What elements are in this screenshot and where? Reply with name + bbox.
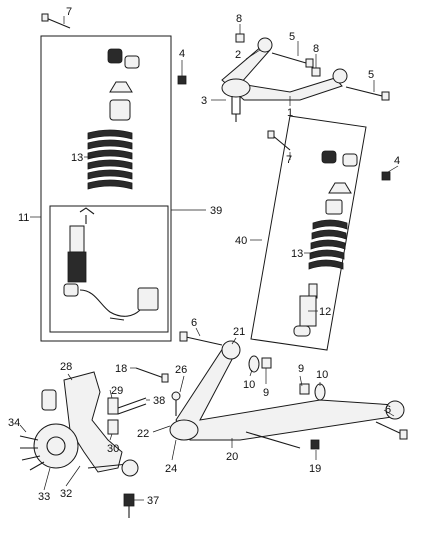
- callout-33: 33: [38, 491, 50, 503]
- nut-37: [123, 493, 135, 518]
- callout-2: 2: [235, 49, 241, 61]
- callout-6-right: 6: [385, 404, 391, 416]
- callout-32: 32: [60, 488, 72, 500]
- nut-4b: [381, 171, 391, 181]
- nut-9a: [261, 357, 272, 369]
- bolt-7b: [267, 130, 291, 151]
- hub-bearing: [19, 423, 79, 471]
- callout-1: 1: [287, 107, 293, 119]
- electronic-shock-inset-frame: [49, 205, 169, 333]
- callout-10-right: 10: [316, 369, 328, 381]
- callout-3: 3: [201, 95, 207, 107]
- upper-arm-bolt-5a: [271, 52, 314, 68]
- callout-5-upper-left: 5: [289, 31, 295, 43]
- lower-control-arm: [169, 340, 405, 449]
- upper-control-arm: [221, 37, 348, 122]
- nut-4a: [177, 75, 187, 85]
- lower-arm-bolt-6b: [375, 421, 408, 440]
- callout-19: 19: [309, 463, 321, 475]
- lower-arm-bolt-6a: [179, 331, 223, 346]
- ball-joint-22: [171, 391, 181, 416]
- coil-spring-right: [308, 219, 348, 270]
- callout-9-left: 9: [263, 387, 269, 399]
- spring-isolator-top-right: [321, 150, 358, 167]
- callout-40: 40: [235, 235, 247, 247]
- bolt-38: [117, 397, 147, 415]
- coil-spring-left: [87, 129, 133, 190]
- callout-22: 22: [137, 428, 149, 440]
- sensor-29: [107, 397, 119, 415]
- callout-12: 12: [319, 306, 331, 318]
- callout-5-upper-right: 5: [368, 69, 374, 81]
- jounce-bumper-right: [325, 182, 352, 215]
- callout-30: 30: [107, 443, 119, 455]
- washer-10b: [314, 383, 326, 401]
- leader-lines: [19, 16, 399, 501]
- callout-26: 26: [175, 364, 187, 376]
- callout-6-left: 6: [191, 317, 197, 329]
- callout-34: 34: [8, 417, 20, 429]
- callout-39: 39: [210, 205, 222, 217]
- nut-8a: [235, 33, 245, 43]
- washer-10a: [248, 355, 260, 373]
- callout-21: 21: [233, 326, 245, 338]
- callout-4-left: 4: [179, 48, 185, 60]
- shock-absorber-right: [293, 283, 318, 337]
- jounce-bumper-left: [109, 81, 133, 121]
- steering-knuckle: [41, 371, 123, 473]
- callout-29: 29: [111, 385, 123, 397]
- callout-38: 38: [153, 395, 165, 407]
- nut-9b: [299, 383, 310, 395]
- callout-28: 28: [60, 361, 72, 373]
- callout-10-left: 10: [243, 379, 255, 391]
- upper-arm-bolt-5b: [345, 86, 390, 101]
- callout-13-left: 13: [71, 152, 83, 164]
- callout-labels: 7 8 2 5 8 5 4 3 1 4 7 13 11 39 40 13 12 …: [8, 6, 400, 507]
- callout-8-top: 8: [236, 13, 242, 25]
- callout-20: 20: [226, 451, 238, 463]
- callout-7-top-left: 7: [66, 6, 72, 18]
- bolt-18: [135, 367, 169, 383]
- bracket-30: [107, 419, 119, 435]
- spring-isolator-top-left: [107, 48, 140, 69]
- callout-7-right: 7: [286, 154, 292, 166]
- callout-8-upper-right: 8: [313, 43, 319, 55]
- callout-24: 24: [165, 463, 177, 475]
- callout-13-right: 13: [291, 248, 303, 260]
- right-assembly-frame: [250, 115, 367, 351]
- tie-rod-end-32: [87, 459, 139, 477]
- nut-19: [310, 439, 320, 450]
- callout-11: 11: [18, 212, 29, 224]
- left-assembly-frame: [40, 35, 172, 342]
- electronic-shock-absorber: [63, 207, 159, 321]
- bolt-7a: [41, 13, 71, 29]
- nut-8b: [311, 67, 321, 77]
- callout-9-right: 9: [298, 363, 304, 375]
- callout-18: 18: [115, 363, 127, 375]
- callout-4-right: 4: [394, 155, 400, 167]
- callout-37: 37: [147, 495, 159, 507]
